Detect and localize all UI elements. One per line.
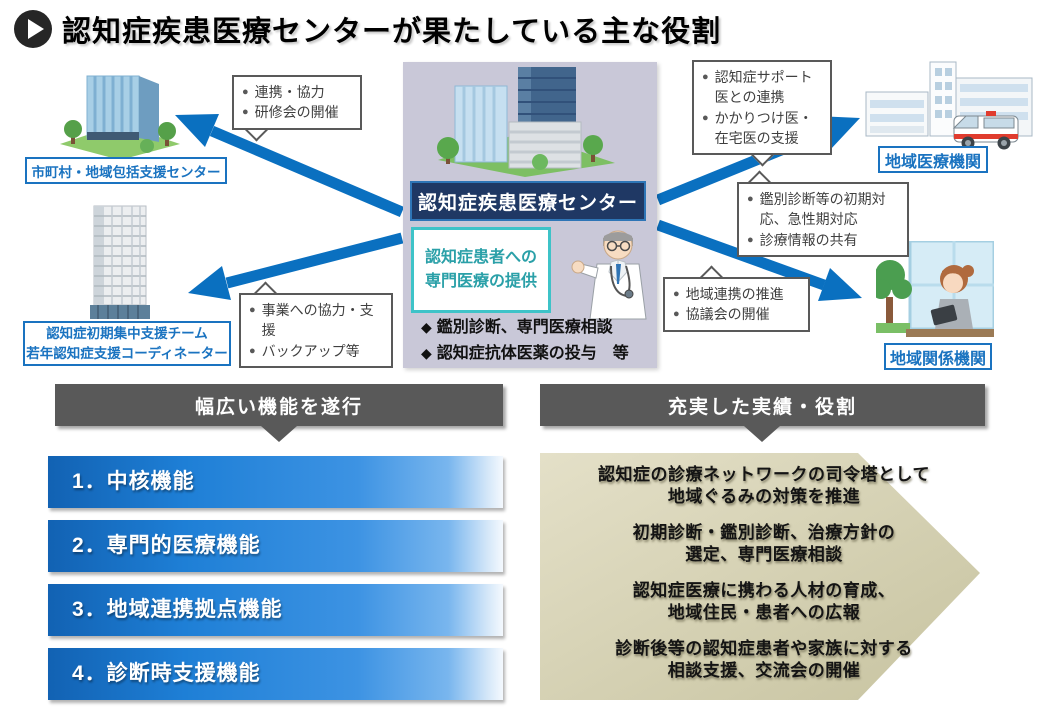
down-arrow-icon: [261, 426, 297, 442]
ambulance-icon: [952, 111, 1019, 150]
callout-item: ●事業への協力・支援: [249, 302, 374, 339]
support-team-label-line2: 若年認知症支援コーディネーター: [26, 345, 228, 361]
support-team-label-line1: 認知症初期集中支援チーム: [46, 325, 208, 341]
callout-item: ●連携・協力: [242, 84, 325, 100]
bullet-icon: ●: [242, 106, 249, 119]
achievement-item: 初期診断・鑑別診断、治療方針の 選定、専門医療相談: [632, 523, 896, 564]
center-panel: 認知症疾患医療センター 認知症患者への 専門医療の提供 ◆ 鑑別診断、: [403, 62, 657, 368]
support-team-building-illustration: [90, 205, 150, 319]
center-bullet: ◆ 認知症抗体医薬の投与 等: [421, 342, 629, 365]
callout-item: ●バックアップ等: [249, 342, 360, 359]
achievement-item: 認知症の診療ネットワークの司令塔として 地域ぐるみの対策を推進: [598, 465, 930, 506]
center-bullet: ◆ 鑑別診断、専門医療相談: [421, 316, 629, 339]
function-item: 1．中核機能: [48, 456, 503, 508]
diamond-icon: ◆: [421, 345, 432, 361]
bullet-icon: ●: [242, 86, 249, 98]
callout-item: ●鑑別診断等の初期対応、急性期対応: [747, 191, 886, 228]
play-icon: [14, 10, 52, 48]
bullet-icon: ●: [747, 193, 754, 205]
function-list: 1．中核機能 2．専門的医療機能 3．地域連携拠点機能 4．診断時支援機能: [48, 456, 503, 700]
functions-header: 幅広い機能を遂行: [55, 384, 503, 426]
center-bullet-list: ◆ 鑑別診断、専門医療相談 ◆ 認知症抗体医薬の投与 等: [421, 316, 629, 365]
highlight-line2: 専門医療の提供: [424, 273, 537, 290]
center-bullet-text: 鑑別診断、専門医療相談: [436, 319, 613, 336]
center-title-banner: 認知症疾患医療センター: [410, 181, 646, 221]
achievements-chevron-shape: [540, 453, 980, 700]
bullet-icon: ●: [702, 71, 709, 83]
down-arrow-icon: [744, 426, 780, 442]
callout-team: ●事業への協力・支援 ●バックアップ等: [239, 281, 393, 368]
callout-item: ●認知症サポート医との連携: [702, 69, 813, 106]
callout-acute: ●鑑別診断等の初期対応、急性期対応 ●診療情報の共有: [737, 170, 909, 257]
bullet-icon: ●: [673, 308, 680, 321]
function-item: 3．地域連携拠点機能: [48, 584, 503, 636]
support-team-label: 認知症初期集中支援チーム 若年認知症支援コーディネーター: [23, 321, 231, 366]
achievement-item: 診断後等の認知症患者や家族に対する 相談支援、交流会の開催: [615, 639, 913, 680]
achievements-header: 充実した実績・役割: [540, 384, 985, 426]
function-item: 2．専門的医療機能: [48, 520, 503, 572]
highlight-box: 認知症患者への 専門医療の提供: [411, 227, 551, 313]
callout-item: ●地域連携の推進: [673, 286, 784, 302]
hospital-label: 地域医療機関: [878, 146, 988, 173]
achievements-list: 認知症の診療ネットワークの司令塔として 地域ぐるみの対策を推進 初期診断・鑑別診…: [544, 464, 984, 696]
bullet-icon: ●: [702, 111, 709, 124]
bullet-icon: ●: [249, 344, 256, 357]
callout-municipal: ●連携・協力 ●研修会の開催: [232, 75, 362, 142]
hospital-illustration: [865, 61, 1033, 150]
arrowhead-team: [188, 266, 231, 300]
center-bullet-text: 認知症抗体医薬の投与 等: [436, 345, 629, 362]
diamond-icon: ◆: [421, 319, 432, 335]
bullet-icon: ●: [249, 304, 256, 316]
hospital-label-text: 地域医療機関: [884, 153, 981, 171]
bullet-icon: ●: [747, 233, 754, 246]
bullet-icon: ●: [673, 288, 680, 300]
doctor-illustration: [571, 230, 647, 320]
related-organization-illustration: [876, 241, 994, 337]
related-label-text: 地域関係機関: [889, 350, 986, 368]
municipal-label-text: 市町村・地域包括支援センター: [31, 164, 221, 180]
achievement-item: 認知症医療に携わる人材の育成、 地域住民・患者への広報: [632, 581, 896, 622]
page-title: 認知症疾患医療センターが果たしている主な役割: [62, 16, 722, 48]
callout-hospital: ●認知症サポート医との連携 ●かかりつけ医・在宅医の支援: [692, 60, 832, 167]
arrowhead-related: [818, 268, 862, 301]
related-label: 地域関係機関: [884, 343, 992, 370]
municipal-label: 市町村・地域包括支援センター: [25, 157, 227, 184]
function-item: 4．診断時支援機能: [48, 648, 503, 700]
city-buildings-illustration: [437, 67, 615, 177]
arrow-to-municipal: [209, 125, 405, 218]
highlight-line1: 認知症患者への: [424, 249, 537, 266]
callout-related: ●地域連携の推進 ●協議会の開催: [663, 265, 810, 332]
title-row: 認知症疾患医療センターが果たしている主な役割: [14, 8, 721, 50]
arrow-to-team: [225, 232, 404, 289]
callout-item: ●協議会の開催: [673, 306, 770, 323]
municipal-building-illustration: [60, 75, 180, 160]
callout-item: ●研修会の開催: [242, 104, 339, 121]
callout-item: ●かかりつけ医・在宅医の支援: [702, 109, 813, 146]
callout-item: ●診療情報の共有: [747, 231, 858, 248]
